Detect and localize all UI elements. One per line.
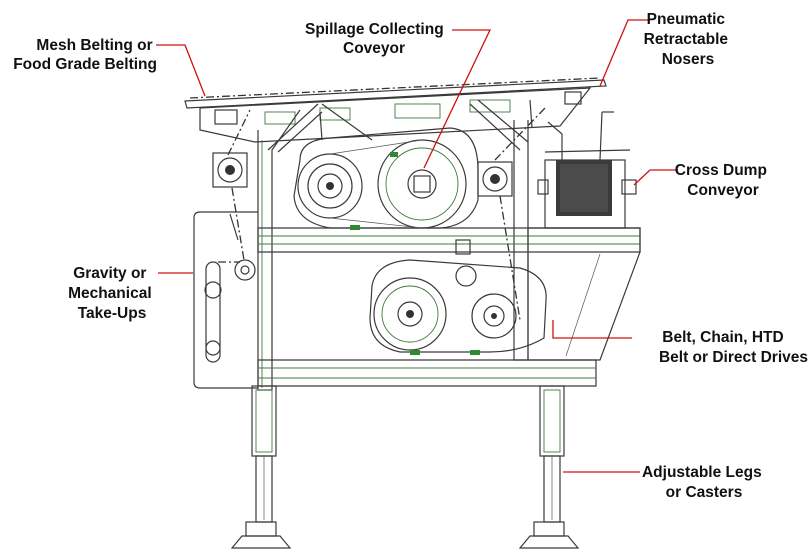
label-cross-dump: Cross Dump Conveyor	[675, 162, 771, 199]
label-cross-dump-line1: Cross Dump	[675, 162, 767, 179]
label-pneumatic-line2: Retractable	[644, 31, 729, 48]
label-pneumatic-line3: Nosers	[662, 51, 715, 68]
upper-drive-housing	[293, 127, 479, 230]
cross-dump-roller	[537, 111, 637, 229]
upper-right-bearing	[477, 161, 513, 197]
leader-lines	[156, 19, 678, 473]
leader-mesh-belting	[156, 44, 206, 97]
take-up-bracket	[193, 211, 258, 389]
label-spillage: Spillage Collecting Coveyor	[305, 21, 448, 57]
label-mesh-belting-line2: Food Grade Belting	[13, 56, 157, 73]
callout-labels: Mesh Belting or Food Grade Belting Spill…	[13, 11, 808, 501]
right-leg	[518, 385, 580, 549]
label-drives-line2: Belt or Direct Drives	[659, 349, 808, 366]
label-take-ups-line1: Gravity or	[73, 265, 146, 282]
label-spillage-line2: Coveyor	[343, 40, 405, 57]
label-mesh-belting-line1: Mesh Belting or	[36, 37, 152, 54]
label-pneumatic: Pneumatic Retractable Nosers	[644, 11, 733, 68]
upper-left-bearing	[212, 152, 248, 188]
main-frame	[257, 99, 641, 391]
label-legs-line2: or Casters	[666, 484, 743, 501]
label-take-ups-line3: Take-Ups	[78, 305, 147, 322]
label-take-ups: Gravity or Mechanical Take-Ups	[68, 265, 156, 322]
label-drives-line1: Belt, Chain, HTD	[662, 329, 783, 346]
left-leg	[230, 385, 292, 549]
leader-drives	[552, 320, 632, 339]
leader-pneumatic	[599, 19, 648, 87]
leader-cross-dump	[633, 169, 678, 186]
label-spillage-line1: Spillage Collecting	[305, 21, 444, 38]
label-take-ups-line2: Mechanical	[68, 285, 152, 302]
label-drives: Belt, Chain, HTD Belt or Direct Drives	[659, 329, 808, 366]
label-legs-line1: Adjustable Legs	[642, 464, 762, 481]
top-conveyor-bed	[184, 77, 607, 143]
label-legs: Adjustable Legs or Casters	[642, 464, 766, 501]
label-cross-dump-line2: Conveyor	[687, 182, 759, 199]
label-mesh-belting: Mesh Belting or Food Grade Belting	[13, 37, 157, 73]
conveyor-drawing	[184, 77, 641, 549]
label-pneumatic-line1: Pneumatic	[647, 11, 726, 28]
lower-drive-housing	[369, 239, 547, 355]
leader-spillage	[423, 29, 492, 169]
